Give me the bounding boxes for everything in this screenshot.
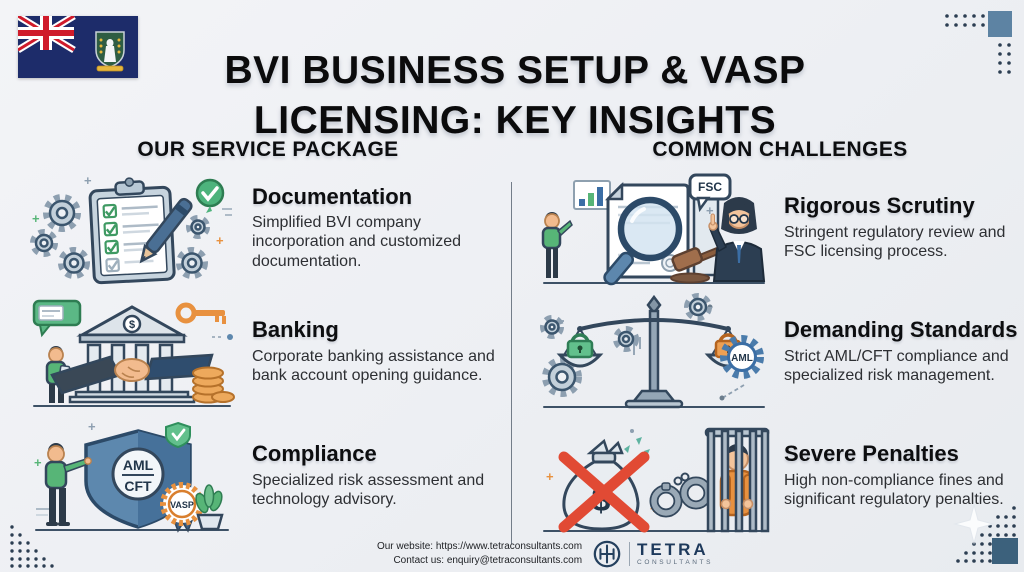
svg-text:$: $ <box>129 319 135 331</box>
tetra-logo: TETRA CONSULTANTS <box>592 539 713 569</box>
bvi-flag <box>18 16 138 78</box>
service-row-documentation: + + + <box>26 166 510 290</box>
aml-gear-badge-icon: AML <box>720 335 764 379</box>
tetra-logo-icon <box>593 540 621 568</box>
bar-chart-icon <box>573 180 611 210</box>
scrutiny-illustration: FSC + <box>541 173 766 286</box>
chat-card-icon <box>32 299 82 338</box>
red-x-icon <box>558 451 650 533</box>
dots-grid-top-right-icon <box>945 14 985 27</box>
challenge-row-penalties: + + $ <box>538 414 1022 538</box>
item-title-penalties: Severe Penalties <box>784 441 959 467</box>
hand-icon <box>742 498 754 510</box>
page-title-line1: BVI BUSINESS SETUP & VASP <box>224 49 806 93</box>
svg-text:+: + <box>706 203 714 218</box>
handcuffs-icon <box>649 472 713 518</box>
bvi-coat-of-arms-icon <box>95 31 125 72</box>
svg-text:AML: AML <box>731 353 753 364</box>
svg-text:+: + <box>34 455 42 470</box>
check-badge-icon <box>195 178 225 213</box>
fsc-speech-bubble-icon: FSC <box>688 173 732 213</box>
item-desc-compliance: Specialized risk assessment and technolo… <box>252 471 485 509</box>
penalties-illustration: + + $ <box>543 427 770 533</box>
item-title-banking: Banking <box>252 317 339 343</box>
square-accent-bottom-right <box>992 538 1018 564</box>
challenge-row-standards: AML Demanding Standards Strict AML/CFT c… <box>538 290 1022 414</box>
service-row-banking: $ <box>26 290 510 414</box>
officer-icon <box>708 197 766 282</box>
hand-icon <box>720 498 732 510</box>
challenge-row-scrutiny: FSC + <box>538 166 1022 290</box>
bank-building-icon: $ <box>68 305 196 404</box>
svg-text:+: + <box>546 469 554 484</box>
logo-brand: TETRA <box>637 540 709 560</box>
banking-illustration: $ <box>32 299 235 407</box>
dots-column-top-right-icon <box>998 43 1011 74</box>
person-icon <box>541 212 573 278</box>
services-heading: OUR SERVICE PACKAGE <box>137 138 399 161</box>
svg-text:FSC: FSC <box>698 180 722 194</box>
key-icon <box>175 302 226 324</box>
item-title-scrutiny: Rigorous Scrutiny <box>784 193 975 219</box>
union-jack-icon <box>18 16 76 53</box>
footer: Our website: https://www.tetraconsultant… <box>0 539 1024 569</box>
gears-icon <box>540 293 712 397</box>
item-title-standards: Demanding Standards <box>784 317 1018 343</box>
deco-bottom-right <box>953 503 1018 564</box>
gears-icon <box>30 194 210 279</box>
svg-text:+: + <box>32 211 40 226</box>
dots-triangle-bottom-left-icon <box>10 525 54 568</box>
coins-icon <box>192 366 235 404</box>
page-title-line2: LICENSING: KEY INSIGHTS <box>253 99 777 143</box>
sparkle-icon <box>953 503 995 545</box>
dots-triangle-bottom-right-icon <box>956 506 1016 563</box>
svg-text:VASP: VASP <box>170 500 194 510</box>
svg-text:+: + <box>84 173 92 188</box>
plant-icon <box>195 484 224 531</box>
green-lock-icon <box>566 333 594 359</box>
pen-icon <box>139 197 193 264</box>
vasp-badge-icon: VASP <box>160 482 204 533</box>
square-accent-top-right <box>988 11 1012 37</box>
footer-contact[interactable]: Contact us: enquiry@tetraconsultants.com <box>393 555 583 566</box>
handshake-icon <box>50 353 214 395</box>
item-desc-standards: Strict AML/CFT compliance and specialize… <box>784 347 1009 385</box>
item-title-compliance: Compliance <box>252 441 377 467</box>
person-icon <box>44 443 92 526</box>
svg-text:CFT: CFT <box>124 478 152 494</box>
magnifier-icon <box>603 196 683 286</box>
svg-text:AML: AML <box>123 457 154 473</box>
item-desc-banking: Corporate banking assistance and bank ac… <box>252 347 495 385</box>
jail-bars-icon <box>704 427 770 533</box>
svg-text:+: + <box>216 233 224 248</box>
challenges-column: COMMON CHALLENGES <box>538 138 1022 538</box>
service-row-compliance: + + AML CFT <box>26 414 510 538</box>
services-column: OUR SERVICE PACKAGE + + + <box>26 138 510 538</box>
item-desc-penalties: High non-compliance fines and significan… <box>784 471 1004 509</box>
compliance-illustration: + + AML CFT <box>34 419 229 533</box>
documentation-illustration: + + + <box>30 173 232 285</box>
page-title: BVI BUSINESS SETUP & VASP LICENSING: KEY… <box>150 46 880 146</box>
item-title-documentation: Documentation <box>252 183 413 209</box>
standards-illustration: AML <box>540 293 765 409</box>
svg-text:+: + <box>88 419 96 434</box>
logo-divider <box>629 542 631 566</box>
check-shield-icon <box>165 421 191 449</box>
logo-brand-sub: CONSULTANTS <box>637 559 714 567</box>
column-divider <box>511 182 512 544</box>
challenges-heading: COMMON CHALLENGES <box>652 138 908 161</box>
footer-website[interactable]: Our website: https://www.tetraconsultant… <box>376 540 583 552</box>
item-desc-scrutiny: Stringent regulatory review and FSC lice… <box>784 223 1006 261</box>
item-desc-documentation: Simplified BVI company incorporation and… <box>252 213 462 270</box>
